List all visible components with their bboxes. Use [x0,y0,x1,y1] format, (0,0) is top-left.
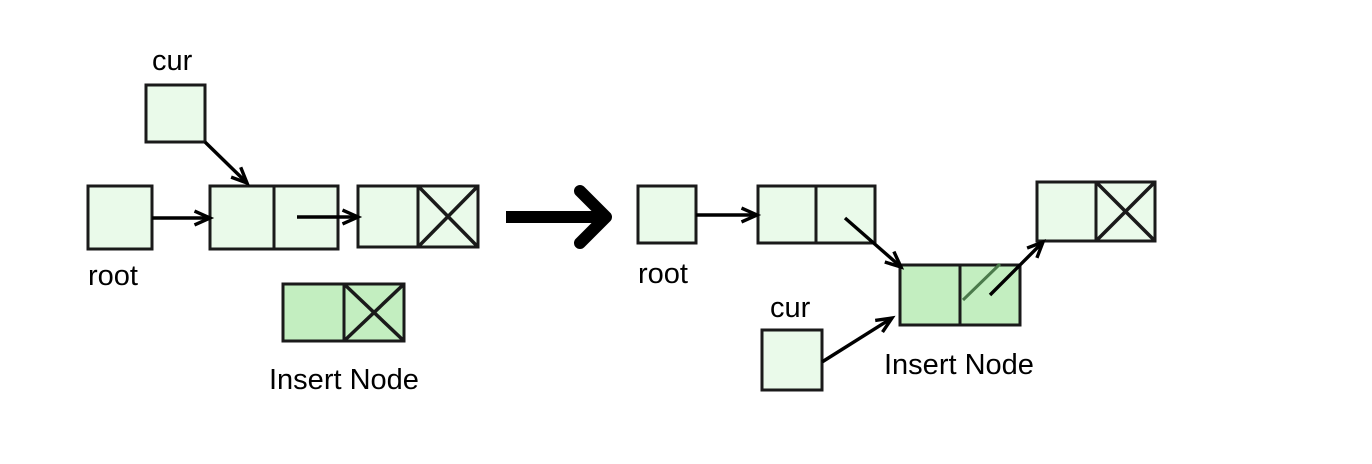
insert-node-next-stub-line [961,262,1002,302]
insert-node-label-before: Insert Node [269,364,419,396]
first-node-to-insert-node-arrowhead [884,250,905,270]
insert-node-after [898,263,1022,327]
cur-label-before: cur [152,45,193,77]
root-box-before-rect [86,184,154,251]
first-node-to-insert-node-line [843,216,903,269]
root-label-before: root [88,260,138,292]
root-to-first-node-arrowhead [740,206,762,224]
cur-label-after: cur [770,292,811,324]
list-node-first-after [756,184,877,245]
cur-to-first-node-arrowhead [230,166,250,186]
insert-node-to-tail-node-arrowhead [1026,239,1046,259]
cur-pointer-box-before [144,83,207,144]
before-state-group: cur root Insert Node [86,45,480,396]
after-links [696,206,1046,364]
insert-node-before [281,282,406,343]
cur-box-before-rect [144,83,207,144]
after-inner-links [961,262,1002,302]
cur-to-insert-node-arrowhead [874,315,896,334]
cur-to-first-node-line [203,140,249,185]
root-label-after: root [638,258,688,290]
after-state-group: root cur Insert Node [636,180,1157,392]
list-node-second-before [356,184,480,249]
cur-box-after-rect [760,328,824,392]
list-node-tail-after [1035,180,1157,243]
root-pointer-box-before [86,184,154,251]
null-pointer-icon [416,184,480,249]
null-pointer-icon [342,282,406,343]
cur-to-insert-node-line [821,316,893,364]
root-box-after-rect [636,184,698,245]
insert-node-label-after: Insert Node [884,349,1034,381]
insert-node-to-tail-node-line [988,240,1045,297]
transform-arrow-head [574,185,612,249]
null-pointer-icon [1094,180,1157,243]
transform-arrow [506,185,612,249]
root-pointer-box-after [636,184,698,245]
root-to-first-node-arrowhead [193,209,215,227]
cur-pointer-box-after [760,328,824,392]
before-links [152,140,363,227]
first-node-to-second-node-arrowhead [341,208,363,226]
